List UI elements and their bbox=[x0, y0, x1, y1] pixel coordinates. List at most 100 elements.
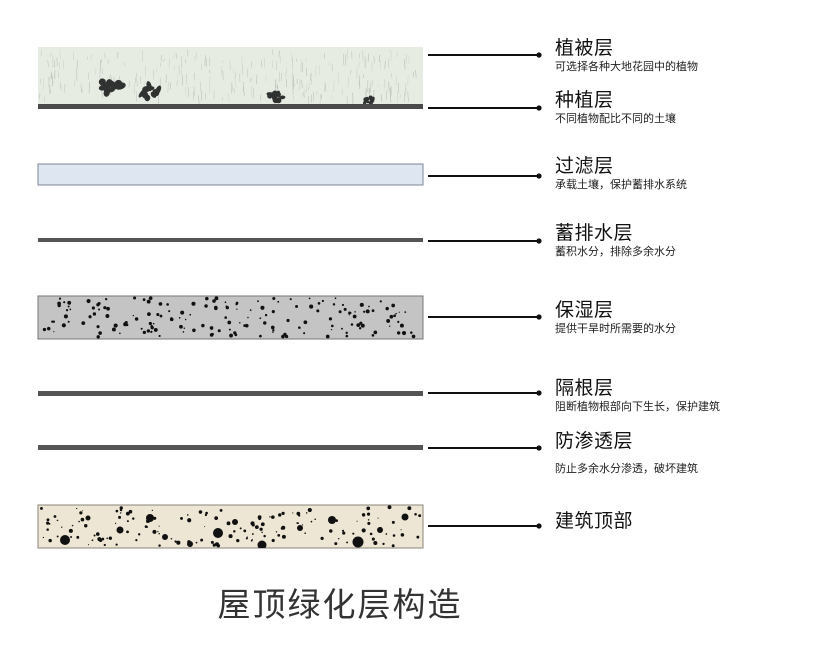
layer-description: 承载土壤，保护蓄排水系统 bbox=[555, 178, 687, 191]
aggregate bbox=[352, 536, 364, 548]
moisture-speckles bbox=[42, 296, 416, 339]
speckle bbox=[78, 520, 80, 523]
grass-stroke bbox=[233, 69, 235, 75]
speckle bbox=[158, 334, 161, 338]
leaf bbox=[370, 96, 375, 102]
speckle bbox=[186, 514, 189, 516]
leaf bbox=[279, 95, 286, 100]
speckle bbox=[132, 314, 135, 317]
grass-stroke bbox=[233, 88, 235, 93]
speckle bbox=[48, 538, 52, 543]
speckle bbox=[119, 332, 121, 335]
speckle bbox=[169, 317, 174, 322]
speckle bbox=[168, 310, 171, 313]
planting-layer-line bbox=[38, 104, 423, 109]
speckle bbox=[416, 535, 420, 539]
speckle bbox=[229, 333, 233, 338]
speckle bbox=[400, 529, 402, 531]
speckle bbox=[316, 309, 320, 313]
speckle bbox=[297, 514, 301, 517]
speckle bbox=[119, 506, 123, 510]
speckle bbox=[224, 301, 227, 304]
layer-name: 建筑顶部 bbox=[555, 510, 634, 532]
grass-stroke bbox=[333, 80, 335, 93]
speckle bbox=[46, 518, 50, 522]
speckle bbox=[205, 511, 208, 515]
speckle bbox=[366, 506, 371, 511]
speckle bbox=[350, 323, 354, 326]
moisture-layer-fill bbox=[37, 295, 424, 340]
speckle bbox=[148, 296, 153, 301]
speckle bbox=[330, 329, 333, 331]
speckle bbox=[382, 542, 385, 546]
speckle bbox=[243, 529, 247, 533]
speckle bbox=[204, 526, 206, 528]
speckle bbox=[158, 533, 160, 535]
speckle bbox=[189, 313, 192, 316]
filter-layer-graphic bbox=[37, 163, 424, 186]
grass-stroke bbox=[167, 81, 169, 93]
speckle bbox=[97, 302, 101, 306]
aggregate bbox=[377, 527, 383, 533]
speckle bbox=[285, 334, 289, 339]
speckle bbox=[345, 334, 349, 338]
grass-stroke bbox=[57, 71, 60, 79]
speckle bbox=[271, 538, 275, 543]
speckle bbox=[114, 522, 117, 525]
speckle bbox=[363, 310, 366, 313]
grass-stroke bbox=[62, 60, 65, 71]
speckle bbox=[184, 318, 187, 321]
speckle bbox=[225, 305, 229, 310]
label-vegetation: 植被层 可选择各种大地花园中的植物 bbox=[555, 37, 698, 74]
grass-stroke bbox=[128, 80, 130, 88]
speckle bbox=[301, 524, 304, 526]
speckle bbox=[103, 543, 106, 547]
speckle bbox=[46, 528, 49, 531]
speckle bbox=[133, 296, 137, 300]
speckle bbox=[411, 334, 416, 339]
speckle bbox=[303, 332, 306, 335]
grass-stroke bbox=[228, 93, 230, 103]
speckle bbox=[354, 311, 356, 313]
speckle bbox=[250, 521, 255, 526]
speckle bbox=[227, 320, 232, 325]
grass-stroke bbox=[310, 76, 312, 86]
speckle bbox=[219, 508, 223, 512]
speckle bbox=[303, 320, 308, 325]
grass-stroke bbox=[152, 69, 155, 76]
speckle bbox=[67, 300, 72, 305]
speckle bbox=[342, 531, 346, 535]
speckle bbox=[79, 511, 83, 515]
grass-stroke bbox=[388, 84, 390, 94]
speckle bbox=[235, 301, 239, 305]
vegetation-layer-graphic bbox=[38, 47, 423, 109]
leader-dot bbox=[536, 52, 542, 58]
grass-stroke bbox=[204, 55, 206, 66]
speckle bbox=[191, 301, 196, 306]
speckle bbox=[400, 533, 405, 537]
speckle bbox=[179, 324, 183, 329]
speckle bbox=[358, 327, 362, 330]
speckle bbox=[135, 538, 138, 542]
speckle bbox=[157, 530, 159, 533]
grass-stroke bbox=[47, 59, 49, 68]
grass-stroke bbox=[198, 95, 200, 106]
speckle bbox=[200, 538, 204, 542]
speckle bbox=[142, 298, 146, 302]
speckle bbox=[280, 527, 284, 530]
speckle bbox=[91, 306, 95, 310]
grass-stroke bbox=[310, 74, 312, 82]
speckle bbox=[332, 303, 336, 306]
speckle bbox=[307, 507, 312, 513]
speckle bbox=[269, 516, 271, 518]
grass-stroke bbox=[256, 74, 258, 85]
speckle bbox=[399, 323, 404, 328]
speckle bbox=[309, 304, 314, 309]
speckle bbox=[99, 539, 103, 543]
speckle bbox=[213, 306, 218, 311]
grass-stroke bbox=[295, 58, 298, 62]
building-top-fill bbox=[37, 504, 424, 549]
speckle bbox=[367, 521, 371, 525]
speckle bbox=[115, 543, 118, 546]
speckle bbox=[277, 534, 281, 537]
